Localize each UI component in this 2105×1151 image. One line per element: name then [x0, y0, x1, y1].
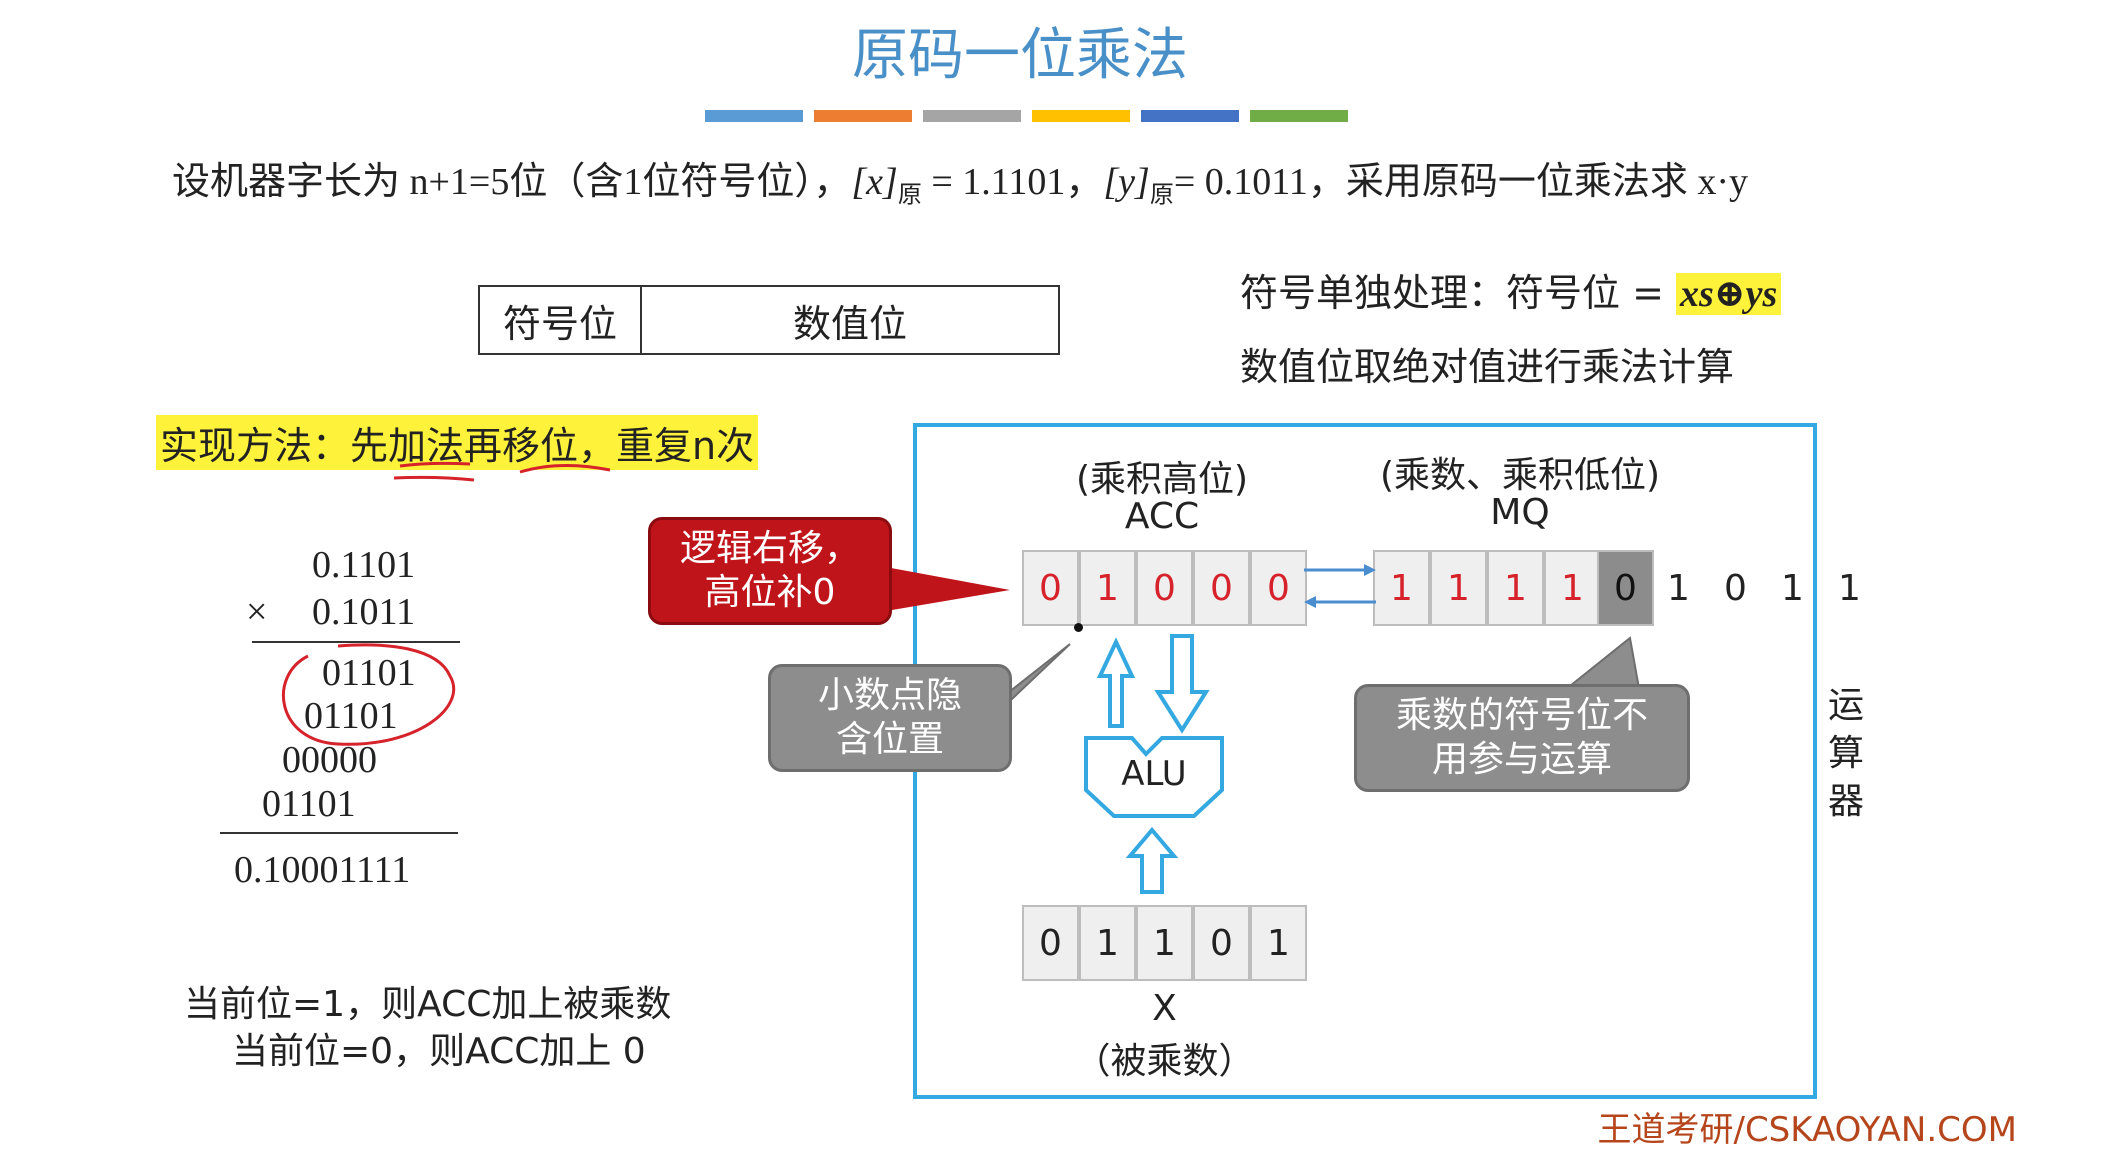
- operator-unit-label: 运 算 器: [1828, 685, 1865, 822]
- acc-caption: (乘积高位): [1075, 459, 1249, 500]
- value-note: 数值位取绝对值进行乘法计算: [1240, 345, 1735, 389]
- multiplier: 0.1011: [312, 591, 416, 633]
- color-bar: [1032, 110, 1130, 122]
- color-bar: [814, 110, 912, 122]
- x-value: = 1.1101，: [921, 161, 1104, 203]
- y-label: [y]: [1103, 161, 1150, 203]
- mq-sign-bit: 0: [1597, 550, 1654, 626]
- point-callout: 小数点隐 含位置: [768, 664, 1012, 772]
- sign-cell: 符号位: [480, 287, 642, 353]
- acc-bit: 0: [1136, 550, 1193, 626]
- handwritten-underline: [393, 461, 611, 482]
- handwritten-circle: [281, 643, 456, 746]
- product-result: 0.10001111: [234, 849, 411, 891]
- partial-product-4: 01101: [262, 783, 356, 825]
- x-bit: 0: [1022, 905, 1079, 981]
- mq-bit: 1: [1373, 550, 1430, 626]
- mq-shifted-bit: 1: [1667, 567, 1690, 609]
- sign-bit-callout: 乘数的符号位不 用参与运算: [1354, 684, 1690, 792]
- mq-shifted-bit: 1: [1781, 567, 1804, 609]
- partial-product-1: 01101: [322, 652, 416, 694]
- alu-diagram: [1084, 634, 1224, 894]
- sign-note: 符号单独处理：符号位 = xs⊕ys: [1240, 262, 1782, 317]
- times-sign: ×: [246, 591, 268, 633]
- color-bar: [923, 110, 1021, 122]
- partial-product-2: 01101: [304, 695, 398, 737]
- y-sub: 原: [1149, 182, 1174, 209]
- shift-callout: 逻辑右移， 高位补0: [648, 517, 892, 625]
- mq-bit: 1: [1430, 550, 1487, 626]
- multiplicand: 0.1101: [312, 544, 416, 586]
- mq-bit: 1: [1487, 550, 1544, 626]
- color-bar: [705, 110, 803, 122]
- x-label: [x]: [851, 161, 898, 203]
- x-bit: 1: [1136, 905, 1193, 981]
- partial-product-3: 00000: [282, 739, 377, 781]
- rule-zero: 当前位=0，则ACC加上 0: [232, 1031, 646, 1072]
- mq-bit: 1: [1544, 550, 1601, 626]
- acc-bit: 0: [1022, 550, 1079, 626]
- mq-shifted-bit: 1: [1838, 567, 1861, 609]
- x-bit: 0: [1193, 905, 1250, 981]
- sign-note-text: 符号单独处理：符号位 =: [1240, 271, 1676, 315]
- calc-rule-1: [252, 641, 460, 643]
- acc-bit: 0: [1250, 550, 1307, 626]
- alu-label: ALU: [1121, 754, 1187, 794]
- x-sub: 原: [897, 182, 922, 209]
- color-bar: [1250, 110, 1348, 122]
- value-cell: 数值位: [792, 301, 907, 346]
- acc-name: ACC: [1124, 496, 1200, 537]
- y-value: = 0.1011，采用原码一位乘法求 x·y: [1173, 161, 1748, 203]
- decimal-point-dot: [1074, 623, 1083, 632]
- acc-bit: 1: [1079, 550, 1136, 626]
- x-name: X: [1152, 988, 1177, 1029]
- page-title: 原码一位乘法: [852, 23, 1188, 88]
- rule-one: 当前位=1，则ACC加上被乘数: [184, 984, 672, 1025]
- problem-statement: 设机器字长为 n+1=5位（含1位符号位），[x]原 = 1.1101，[y]原…: [172, 150, 1748, 210]
- x-bit: 1: [1250, 905, 1307, 981]
- mq-caption: (乘数、乘积低位): [1379, 455, 1661, 496]
- x-bit: 1: [1079, 905, 1136, 981]
- color-bar: [1141, 110, 1239, 122]
- x-caption: （被乘数）: [1074, 1041, 1255, 1082]
- problem-prefix: 设机器字长为 n+1=5位（含1位符号位），: [172, 161, 852, 203]
- mq-name: MQ: [1490, 492, 1550, 533]
- format-table: 符号位 数值位: [478, 285, 1060, 355]
- sign-formula: xs⊕ys: [1676, 273, 1782, 315]
- acc-bit: 0: [1193, 550, 1250, 626]
- mq-shifted-bit: 0: [1724, 567, 1747, 609]
- shift-callout-pointer: [880, 566, 1010, 612]
- method-note: 实现方法：先加法再移位，重复n次: [156, 415, 759, 470]
- footer-watermark: 王道考研/CSKAOYAN.COM: [1597, 1110, 2017, 1150]
- acc-mq-arrows: [1304, 564, 1376, 608]
- calc-rule-2: [220, 832, 458, 834]
